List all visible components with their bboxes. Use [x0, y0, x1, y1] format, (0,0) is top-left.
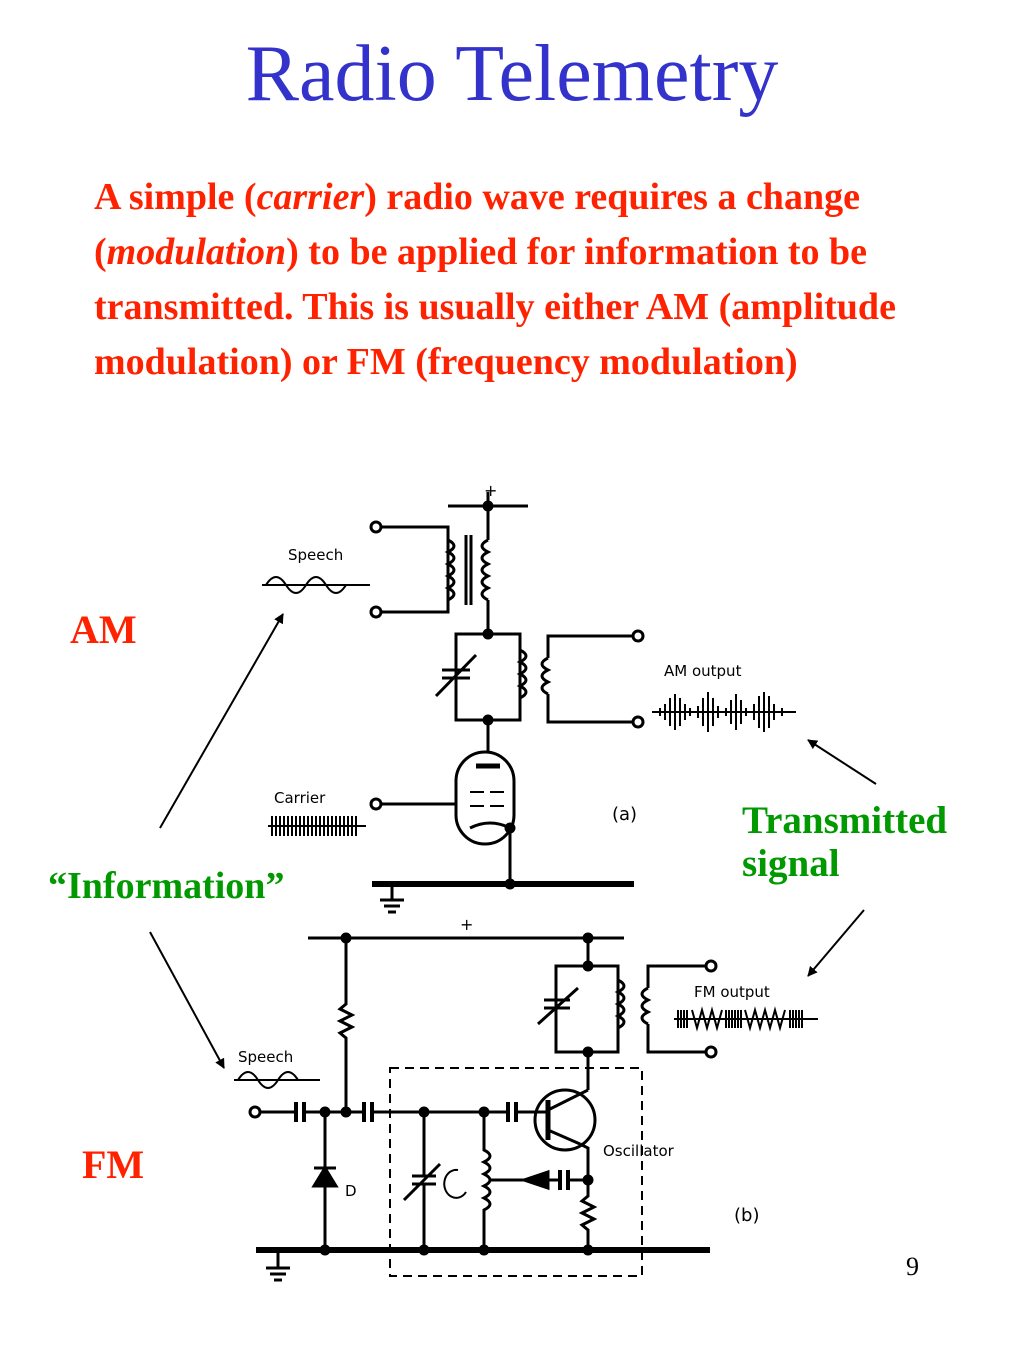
transmitted-label-line2: signal	[742, 841, 840, 885]
page-number: 9	[906, 1252, 919, 1281]
am-output-label: AM output	[664, 662, 742, 680]
carrier-term: carrier	[256, 176, 365, 218]
plus-b-label: +	[460, 915, 473, 934]
arrow-information-am	[159, 613, 284, 829]
carrier-wave	[268, 816, 366, 836]
intro-text-1: A simple (	[94, 176, 257, 218]
oscillator-label: Oscillator	[603, 1142, 675, 1160]
fm-output-wave	[674, 1006, 818, 1032]
am-label: AM	[70, 607, 137, 652]
modulation-term: modulation	[106, 231, 287, 273]
intro-paragraph: A simple (carrier) radio wave requires a…	[94, 170, 974, 390]
am-output-wave	[652, 692, 796, 732]
slide-title: Radio Telemetry	[245, 30, 779, 118]
speech-wave-a	[262, 576, 370, 594]
figure-a-label: (a)	[612, 804, 637, 825]
speech-label-b: Speech	[238, 1048, 293, 1066]
arrow-transmitted-fm	[807, 909, 865, 977]
fm-label: FM	[82, 1142, 145, 1187]
speech-wave-b	[234, 1071, 320, 1089]
figure-b-label: (b)	[734, 1205, 759, 1226]
transmitted-signal-label: Transmitted signal	[742, 799, 948, 886]
fm-circuit	[248, 932, 718, 1282]
carrier-label: Carrier	[274, 789, 326, 807]
information-label: “Information”	[48, 865, 285, 907]
arrow-information-fm	[149, 931, 225, 1069]
intro-text-3: ) to be applied for information to be tr…	[94, 231, 896, 383]
diode-label: D	[345, 1182, 357, 1200]
transmitted-label-line1: Transmitted	[742, 799, 948, 842]
am-circuit	[369, 492, 645, 914]
speech-label-a: Speech	[288, 546, 343, 564]
fm-output-label: FM output	[694, 983, 770, 1001]
intro-text-2: ) radio wave requires a change (	[94, 176, 860, 273]
plus-a-label: +	[484, 481, 497, 500]
arrow-transmitted-am	[807, 739, 877, 785]
